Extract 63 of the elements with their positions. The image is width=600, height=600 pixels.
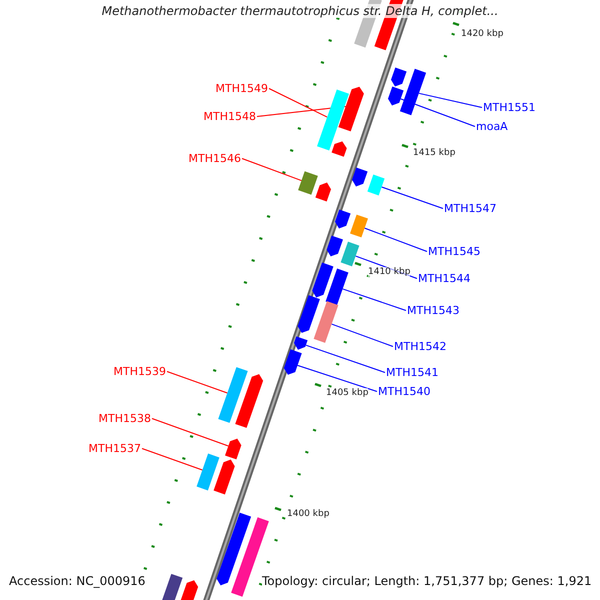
gene-block bbox=[218, 367, 248, 423]
gene-block bbox=[225, 438, 242, 460]
gene-block bbox=[367, 174, 385, 196]
gene-label: MTH1540 bbox=[378, 385, 430, 398]
position-label: 1400 kbp bbox=[287, 509, 330, 520]
gene-block bbox=[214, 460, 235, 494]
leader-line bbox=[242, 158, 302, 182]
footer-text: Accession: NC_000916 bbox=[9, 575, 146, 588]
gene-label: MTH1544 bbox=[418, 272, 470, 285]
leader-line bbox=[355, 256, 418, 279]
gene-label: MTH1546 bbox=[188, 152, 241, 165]
gene-block bbox=[216, 512, 252, 586]
gene-block bbox=[180, 580, 198, 600]
gene-label: MTH1551 bbox=[483, 101, 536, 114]
gene-block bbox=[315, 182, 331, 202]
gene-block bbox=[161, 574, 183, 600]
gene-label: MTH1542 bbox=[394, 340, 446, 353]
leader-line bbox=[142, 448, 203, 470]
gene-label: moaA bbox=[476, 120, 508, 133]
map-title: Methanothermobacter thermautotrophicus str. Delta H, complet... bbox=[102, 4, 498, 18]
gene-block bbox=[284, 349, 302, 375]
leader-line bbox=[268, 88, 328, 118]
leader-line bbox=[305, 344, 386, 373]
gene-label: MTH1537 bbox=[88, 442, 141, 455]
gene-block bbox=[326, 268, 348, 306]
gene-block bbox=[340, 242, 360, 266]
leader-line bbox=[166, 371, 228, 394]
gene-block bbox=[332, 141, 347, 157]
gene-block bbox=[317, 90, 349, 150]
gene-block bbox=[314, 301, 338, 343]
gene-label: MTH1549 bbox=[216, 82, 268, 95]
gene-block bbox=[298, 295, 320, 333]
gene-label: MTH1547 bbox=[444, 202, 496, 215]
leader-line bbox=[342, 288, 406, 311]
leader-line bbox=[297, 364, 378, 392]
footer-text: Topology: circular; Length: 1,751,377 bp; Genes: 1,921 bbox=[262, 575, 592, 588]
gene-label: MTH1548 bbox=[204, 110, 256, 123]
gene-label: MTH1545 bbox=[428, 245, 480, 258]
position-label: 1415 kbp bbox=[413, 148, 456, 159]
leader-line bbox=[418, 92, 482, 108]
leader-line bbox=[364, 228, 428, 252]
gene-block bbox=[335, 210, 351, 228]
leader-line bbox=[152, 418, 229, 446]
gene-label: MTH1543 bbox=[407, 304, 460, 317]
gene-block bbox=[350, 214, 368, 238]
gene-block bbox=[388, 86, 404, 106]
gene-block bbox=[235, 374, 264, 428]
gene-block bbox=[312, 262, 334, 298]
gene-block bbox=[391, 68, 407, 86]
gene-block bbox=[298, 171, 318, 195]
position-label: 1410 kbp bbox=[368, 267, 410, 278]
gene-block bbox=[196, 454, 220, 490]
gene-block bbox=[338, 86, 364, 132]
gene-block bbox=[294, 336, 308, 350]
gene-label: MTH1539 bbox=[114, 365, 166, 378]
gene-block bbox=[352, 168, 368, 186]
gene-block bbox=[326, 236, 343, 256]
gene-label: MTH1541 bbox=[386, 366, 438, 379]
leader-line bbox=[381, 186, 444, 209]
position-label: 1420 kbp bbox=[461, 29, 504, 40]
position-label: 1405 kbp bbox=[326, 388, 368, 399]
gene-label: MTH1538 bbox=[98, 412, 151, 425]
leader-line bbox=[331, 324, 394, 347]
